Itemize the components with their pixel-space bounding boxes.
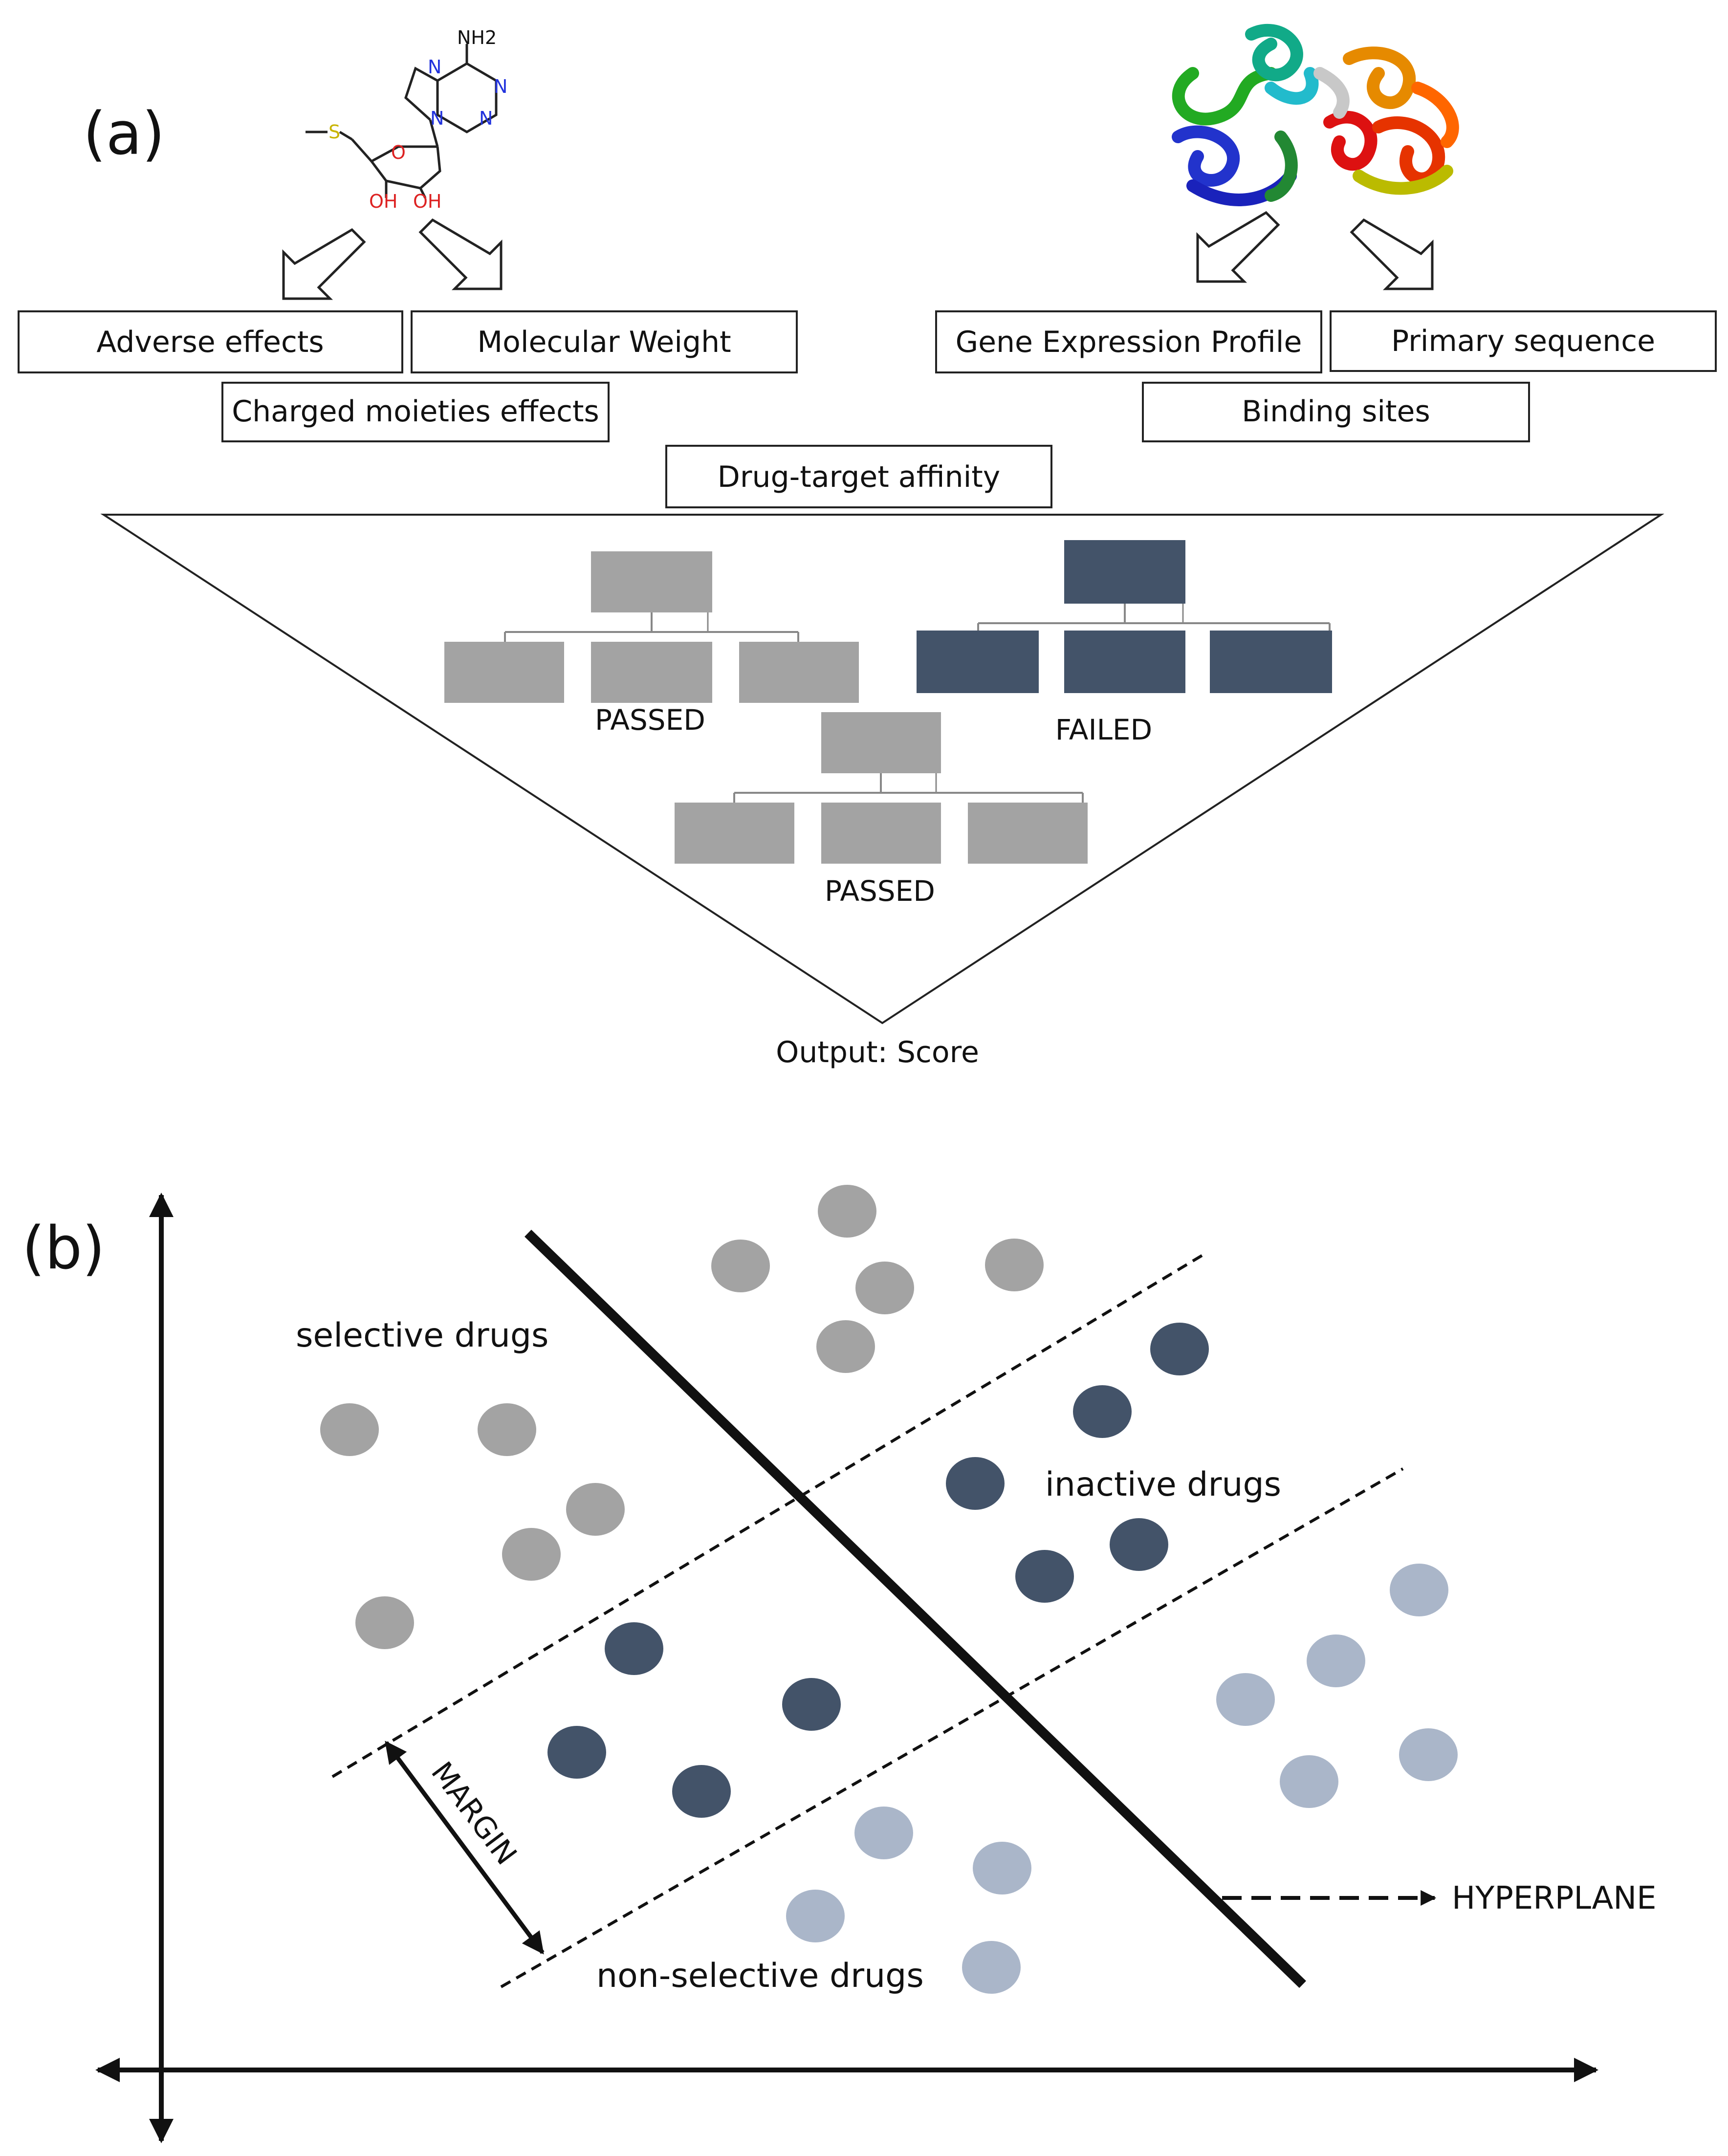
feature-label-gene-expression: Gene Expression Profile [956,325,1302,359]
feature-box-drug-target-affinity [665,445,1052,508]
feature-label-primary-sequence: Primary sequence [1391,324,1655,358]
selective-point [816,1320,875,1373]
inactive-point [605,1622,663,1675]
atom-oh1: OH [369,191,397,212]
tree-2-leaf-3 [1210,631,1332,693]
hyperplane-line [525,1229,1306,1988]
atom-n2: N [494,76,507,97]
molecule-structure [306,44,498,199]
feature-box-gene-expression [935,310,1322,373]
tree-1-leaf-3 [739,642,859,703]
atom-n3: N [430,108,444,129]
feature-box-molecular-weight [411,310,798,373]
non-selective-point [973,1842,1031,1895]
non-selective-drug-points [786,1564,1458,1994]
target-feature-boxes: Gene Expression Profile Primary sequence… [935,310,1717,442]
selective-point [320,1403,379,1456]
output-score-label: Output: Score [776,1035,979,1069]
decision-tree-2: FAILED [917,540,1332,746]
tree-2-leaf-1 [917,631,1039,693]
tree-2-status: FAILED [1055,713,1152,746]
hollow-arrow-left-1 [282,228,366,300]
feature-label-binding-sites: Binding sites [1242,394,1430,429]
tree-3-status: PASSED [825,874,935,908]
feature-label-molecular-weight: Molecular Weight [477,325,731,359]
hollow-arrow-right-1 [418,218,503,290]
decision-tree-1: PASSED [444,551,859,737]
tree-3-leaf-3 [968,803,1088,864]
selective-point [985,1239,1044,1291]
tree-3-leaf-1 [675,803,794,864]
inactive-point [1015,1550,1074,1603]
feature-box-binding-sites [1142,382,1530,442]
atom-o: O [391,142,406,163]
non-selective-point [1390,1564,1448,1616]
feature-box-adverse-effects [18,310,403,373]
panel-a-label: (a) [83,100,165,168]
tree-1-leaf-2 [591,642,712,703]
non-selective-point [1216,1673,1275,1726]
margin-arrow [384,1741,545,1955]
atom-s: S [328,121,340,143]
tree-1-status: PASSED [595,703,705,737]
feature-label-drug-target-affinity: Drug-target affinity [718,460,1001,494]
selective-point [711,1240,770,1292]
non-selective-point [1307,1634,1365,1687]
label-non-selective-drugs: non-selective drugs [596,1957,924,1995]
tree-1-root [591,551,712,612]
selective-point [478,1403,536,1456]
selective-point [566,1483,625,1536]
non-selective-point [786,1890,845,1942]
feature-label-adverse-effects: Adverse effects [96,325,324,359]
atom-oh2: OH [413,191,441,212]
inactive-drug-points [547,1323,1209,1818]
inactive-point [672,1765,731,1818]
decision-tree-3: PASSED [675,712,1088,908]
panel-b-label: (b) [22,1215,105,1283]
selective-point [355,1596,414,1649]
non-selective-point [854,1807,913,1859]
drug-feature-boxes: Adverse effects Molecular Weight Charged… [18,310,798,442]
inactive-point [946,1457,1005,1510]
feature-arrows [282,211,1434,300]
margin-line-lower [500,1467,1404,1988]
panel-b: (b) MARGIN HYPERPLANE selective drugs in… [22,1185,1657,2143]
selective-drug-points [320,1185,1044,1649]
atom-n4: N [479,108,493,129]
selective-point [502,1528,561,1581]
non-selective-point [1399,1728,1458,1781]
inactive-point [1110,1518,1168,1571]
ensemble-funnel [100,514,1664,1024]
margin-line-upper [331,1252,1206,1778]
tree-2-leaf-2 [1064,631,1185,693]
atom-nh2: NH2 [457,27,497,48]
tree-1-leaf-1 [444,642,564,703]
combined-feature-box: Drug-target affinity [665,445,1052,508]
label-inactive-drugs: inactive drugs [1045,1465,1281,1504]
non-selective-point [1280,1755,1338,1808]
hollow-arrow-right-2 [1350,218,1434,290]
hyperplane-label: HYPERPLANE [1452,1880,1657,1916]
feature-box-charged-moieties [221,382,610,442]
non-selective-point [962,1941,1021,1994]
inactive-point [1073,1385,1132,1438]
inactive-point [1150,1323,1209,1375]
tree-3-leaf-2 [821,803,941,864]
protein-structure [1172,23,1459,206]
molecule-atom-labels: NH2 N N N N S O OH OH [328,27,507,212]
selective-point [818,1185,876,1238]
atom-n1: N [428,56,441,78]
inactive-point [547,1726,606,1779]
panel-a: (a) NH2 N N N N S O OH OH [18,23,1717,1069]
feature-label-charged-moieties: Charged moieties effects [232,394,599,429]
selective-point [855,1262,914,1314]
tree-3-root [821,712,941,773]
inactive-point [782,1678,841,1731]
tree-2-root [1064,540,1185,604]
feature-box-primary-sequence [1330,310,1717,372]
label-selective-drugs: selective drugs [296,1316,548,1355]
hollow-arrow-left-2 [1196,211,1280,283]
